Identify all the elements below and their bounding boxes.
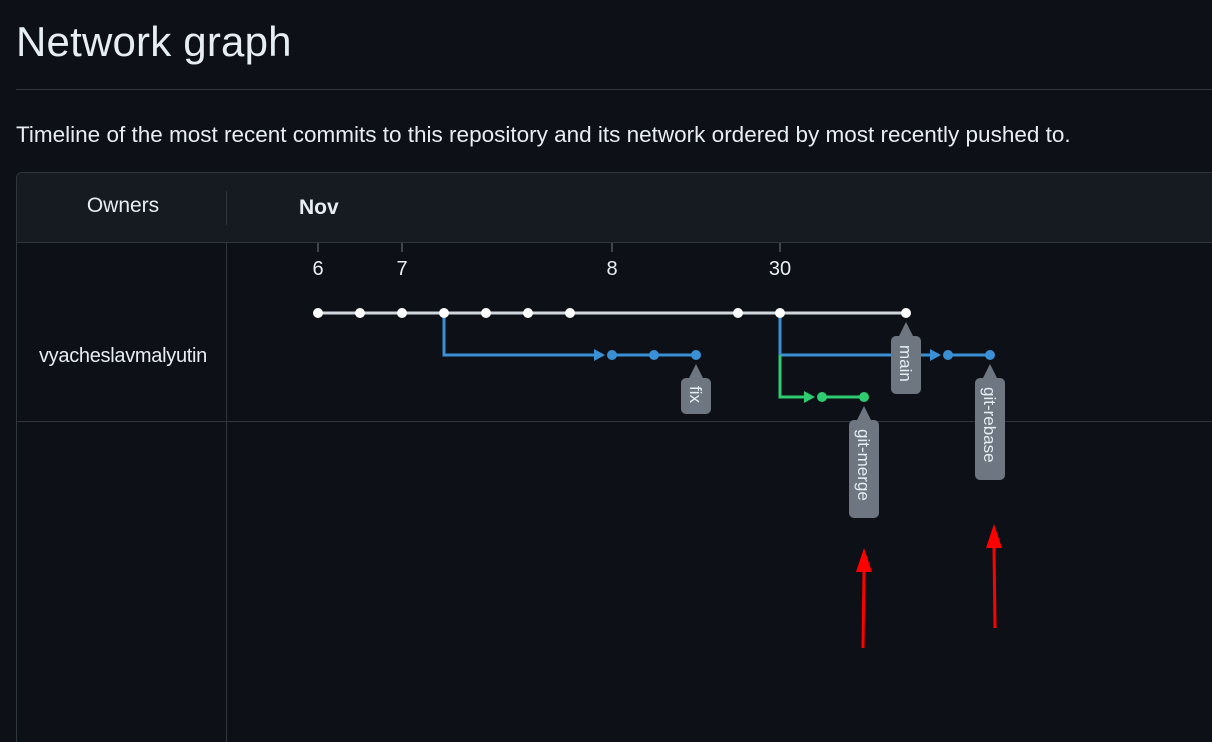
- date-tick-label: 30: [769, 258, 791, 280]
- date-tick-label: 7: [396, 258, 407, 280]
- git-rebase-branch-arrow-icon: [930, 349, 941, 361]
- git-rebase-commits: [943, 350, 995, 360]
- date-tick-label: 6: [312, 258, 323, 280]
- branch-label-git-rebase[interactable]: git-rebase: [975, 364, 1005, 480]
- commit-dot[interactable]: [775, 308, 785, 318]
- fix-branch-line: [442, 313, 596, 357]
- commit-dot[interactable]: [439, 308, 449, 318]
- label-box: [681, 378, 711, 414]
- commit-dot[interactable]: [817, 392, 827, 402]
- git-merge-branch-arrow-icon: [804, 391, 815, 403]
- network-graph-panel[interactable]: Owners Nov vyacheslavmalyutin: [16, 172, 1212, 742]
- commit-dot[interactable]: [481, 308, 491, 318]
- owners-header-label: Owners: [86, 194, 160, 217]
- commit-dot[interactable]: [313, 308, 323, 318]
- owner-name[interactable]: vyacheslavmalyutin: [38, 345, 207, 367]
- date-axis: 6 7 8 30: [312, 243, 791, 280]
- title-divider: [16, 89, 1212, 90]
- red-arrow-icon: [856, 548, 872, 649]
- commit-dot[interactable]: [355, 308, 365, 318]
- git-merge-branch-line: [778, 355, 806, 399]
- branch-label-git-rebase-text: git-rebase: [980, 387, 999, 463]
- commit-dot[interactable]: [985, 350, 995, 360]
- label-pointer-icon: [689, 364, 703, 378]
- header-divider: [226, 191, 227, 225]
- owner-row-divider: [17, 421, 1212, 422]
- label-box: [891, 336, 921, 394]
- commit-dot[interactable]: [901, 308, 911, 318]
- fix-branch-arrow-icon: [594, 349, 605, 361]
- commit-dot[interactable]: [649, 350, 659, 360]
- commit-dot[interactable]: [607, 350, 617, 360]
- branch-label-main-text: main: [896, 345, 915, 382]
- page-subtitle: Timeline of the most recent commits to t…: [16, 122, 1071, 147]
- commit-dot[interactable]: [733, 308, 743, 318]
- date-tick-label: 8: [606, 258, 617, 280]
- branch-label-fix[interactable]: fix: [681, 364, 711, 414]
- label-pointer-icon: [857, 406, 871, 420]
- commit-dot[interactable]: [523, 308, 533, 318]
- branch-label-fix-text: fix: [686, 386, 705, 404]
- commit-dot[interactable]: [565, 308, 575, 318]
- branch-label-main[interactable]: main: [891, 322, 921, 394]
- branch-label-git-merge[interactable]: git-merge: [849, 406, 879, 518]
- commit-dot[interactable]: [943, 350, 953, 360]
- main-commits: [313, 308, 911, 318]
- owner-column-divider: [226, 243, 227, 742]
- fix-commits: [607, 350, 701, 360]
- commit-dot[interactable]: [397, 308, 407, 318]
- label-pointer-icon: [899, 322, 913, 336]
- commit-dot[interactable]: [859, 392, 869, 402]
- label-pointer-icon: [983, 364, 997, 378]
- red-arrow-icon: [986, 524, 1002, 629]
- month-label: Nov: [299, 196, 339, 219]
- graph-header: Owners Nov: [17, 173, 1212, 243]
- label-box: [975, 378, 1005, 480]
- git-merge-commits: [817, 392, 869, 402]
- label-box: [849, 420, 879, 518]
- branch-label-git-merge-text: git-merge: [854, 429, 873, 501]
- commit-dot[interactable]: [691, 350, 701, 360]
- page-title: Network graph: [16, 18, 292, 65]
